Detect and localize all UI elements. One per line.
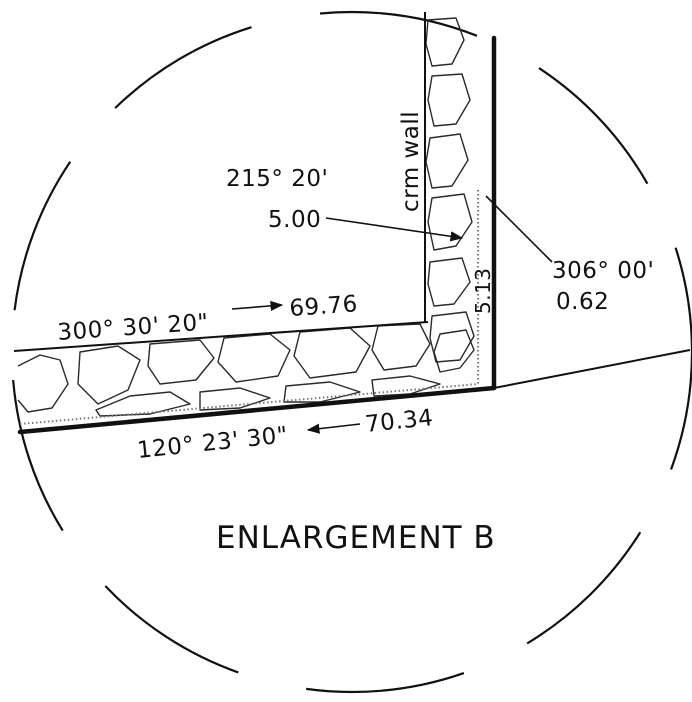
upper-boundary-line [13,321,429,352]
bearing-right-label: 306° 00' [552,258,654,284]
enlargement-circle [11,11,692,693]
arrow-70-34 [306,423,361,434]
lower-boundary-line [17,385,497,435]
enlargement-title: ENLARGEMENT B [216,520,496,556]
leader-5-00 [325,217,464,242]
vertical-stone-band [425,17,475,363]
bearing-top-label: 215° 20' [226,166,328,192]
distance-upper-line-label: 69.76 [289,291,359,322]
distance-top-label: 5.00 [268,207,321,233]
distance-right-label: 0.62 [556,289,609,315]
arrow-69-76 [231,300,284,312]
lower-dotted-line [19,383,479,425]
distance-lower-line-label: 70.34 [364,405,435,438]
leader-306-00 [485,195,553,263]
vertical-dim-label: 5.13 [471,267,495,314]
crm-wall-label: crm wall [398,111,424,212]
bearing-lower-line-label: 120° 23' 30" [136,422,289,464]
right-boundary-line [493,349,691,389]
